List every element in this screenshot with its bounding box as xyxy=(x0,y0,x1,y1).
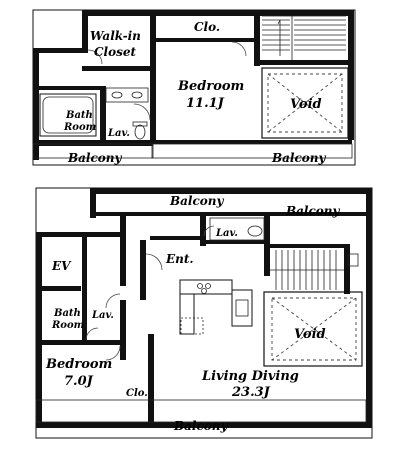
upper-walk-in-label-1: Walk-in xyxy=(90,29,141,43)
lower-closet-label: Clo. xyxy=(126,388,148,399)
lower-balcony-top-right-label: Balcony xyxy=(285,204,341,218)
upper-balcony-left-label: Balcony xyxy=(67,151,123,165)
lower-bath-label-1: Bath xyxy=(53,308,81,319)
lower-living-label-2: 23.3J xyxy=(231,385,271,400)
lower-wall-top xyxy=(90,188,372,194)
lower-void-label: Void xyxy=(294,327,326,342)
upper-lav-label: Lav. xyxy=(107,128,130,139)
upper-balcony-right-label: Balcony xyxy=(271,151,327,165)
upper-stairs xyxy=(262,15,346,60)
lower-bedroom-label-1: Bedroom xyxy=(45,357,112,372)
upper-bath-label-1: Bath xyxy=(65,110,93,121)
lower-balcony-bottom-label: Balcony xyxy=(173,419,229,433)
lower-balcony-top-left-label: Balcony xyxy=(169,194,225,208)
lower-lav-toilet-label: Lav. xyxy=(215,228,238,239)
lower-living-label-1: Living Diving xyxy=(201,369,299,384)
lower-lav-label: Lav. xyxy=(91,310,114,321)
lower-stairs xyxy=(270,244,359,294)
upper-bedroom-label-1: Bedroom xyxy=(177,79,244,94)
lower-bedroom-label-2: 7.0J xyxy=(64,374,94,389)
lower-ev-label: EV xyxy=(51,259,72,273)
lower-void-box xyxy=(263,291,363,367)
upper-wall-left xyxy=(33,48,39,160)
lower-floor: Balcony Balcony Lav. EV Ent. Bath Room L… xyxy=(35,187,373,439)
upper-void-box xyxy=(261,67,349,139)
upper-bathtub xyxy=(39,93,97,137)
upper-bedroom-label-2: 11.1J xyxy=(186,96,225,111)
upper-wall-top xyxy=(82,10,354,16)
lower-bath-label-2: Room xyxy=(51,320,84,331)
upper-floor: Walk-in Closet Clo. Bedroom 11.1J Bath R… xyxy=(32,9,356,166)
upper-void-label: Void xyxy=(290,97,322,112)
upper-closet-label: Clo. xyxy=(194,20,220,34)
lower-entrance-label: Ent. xyxy=(165,252,194,266)
upper-bath-label-2: Room xyxy=(63,122,96,133)
lower-kitchen xyxy=(179,279,253,335)
upper-walk-in-label-2: Closet xyxy=(94,45,137,59)
